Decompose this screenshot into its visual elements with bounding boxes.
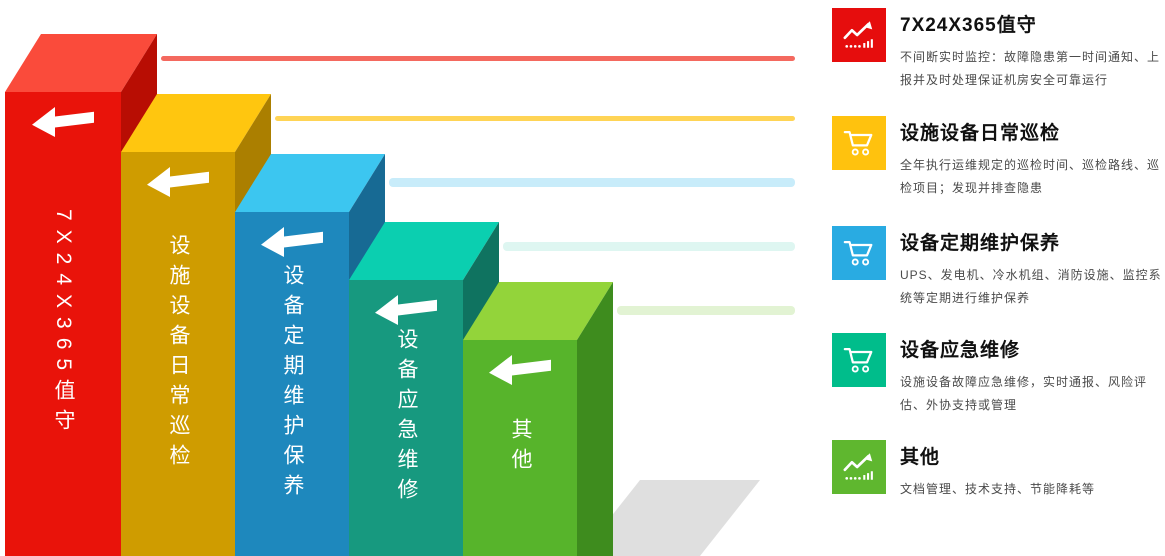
legend-item-description: 设施设备故障应急维修，实时通报、风险评估、外协支持或管理 [900, 375, 1148, 413]
shopping-cart-icon [843, 348, 873, 373]
bar-label: 设备应急维修 [395, 328, 418, 508]
bar-label: 设施设备日常巡检 [167, 234, 190, 474]
legend-text-block: 设施设备日常巡检 全年执行运维规定的巡检时间、巡检路线、巡检项目；发现并排查隐患 [900, 118, 1165, 201]
legend-icon-box [832, 440, 886, 494]
legend-icon-box [832, 226, 886, 280]
bar-top-face [349, 222, 500, 280]
left-arrow-icon [261, 226, 323, 257]
left-arrow-icon [32, 106, 94, 137]
bar-top-face [235, 154, 386, 212]
legend-text-block: 设备定期维护保养 UPS、发电机、冷水机组、消防设施、监控系统等定期进行维护保养 [900, 228, 1165, 311]
legend-item-title: 设施设备日常巡检 [900, 123, 1061, 144]
legend-item: 其他 文档管理、技术支持、节能降耗等 [832, 440, 1165, 501]
left-arrow-icon [489, 354, 551, 385]
bar-side-face [349, 154, 385, 556]
legend-item-title: 设备应急维修 [900, 340, 1021, 361]
connector-line [617, 306, 795, 315]
legend-item-description: UPS、发电机、冷水机组、消防设施、监控系统等定期进行维护保养 [900, 268, 1162, 306]
bar-top-face [121, 94, 272, 152]
bar-front-face: 7X24X365值守 [5, 92, 121, 556]
bar-side-face [235, 94, 271, 556]
legend-item-description: 不间断实时监控：故障隐患第一时间通知、上报并及时处理保证机房安全可靠运行 [900, 50, 1161, 88]
bar-side-face [577, 282, 613, 556]
legend-item-title: 7X24X365值守 [900, 15, 1037, 36]
bar-label: 设备定期维护保养 [281, 264, 304, 504]
bar-side-face [121, 34, 157, 556]
trend-chart-icon [843, 453, 873, 480]
bar-label: 7X24X365值守 [52, 208, 75, 440]
bar-side-face [463, 222, 499, 556]
legend-item: 设备应急维修 设施设备故障应急维修，实时通报、风险评估、外协支持或管理 [832, 333, 1165, 418]
legend-text-block: 7X24X365值守 不间断实时监控：故障隐患第一时间通知、上报并及时处理保证机… [900, 10, 1165, 93]
bar-front-face: 其他 [463, 340, 577, 556]
legend-item-title: 其他 [900, 447, 941, 468]
legend-panel: 7X24X365值守 不间断实时监控：故障隐患第一时间通知、上报并及时处理保证机… [832, 0, 1165, 556]
legend-item: 设施设备日常巡检 全年执行运维规定的巡检时间、巡检路线、巡检项目；发现并排查隐患 [832, 116, 1165, 201]
bar-top-face [463, 282, 614, 340]
bar-front-face: 设备应急维修 [349, 280, 463, 556]
legend-item-description: 文档管理、技术支持、节能降耗等 [900, 482, 1096, 496]
connector-line [389, 178, 795, 187]
legend-item-title: 设备定期维护保养 [900, 233, 1061, 254]
left-arrow-icon [147, 166, 209, 197]
bar-top-face [5, 34, 158, 92]
bar-front-face: 设施设备日常巡检 [121, 152, 235, 556]
shopping-cart-icon [843, 131, 873, 156]
legend-item: 7X24X365值守 不间断实时监控：故障隐患第一时间通知、上报并及时处理保证机… [832, 8, 1165, 93]
legend-icon-box [832, 116, 886, 170]
bar-label: 其他 [509, 418, 532, 478]
connector-line [275, 116, 795, 121]
bar-front-face: 设备定期维护保养 [235, 212, 349, 556]
floor-shadow [579, 480, 760, 556]
connector-line [161, 56, 795, 61]
shopping-cart-icon [843, 241, 873, 266]
legend-icon-box [832, 8, 886, 62]
trend-chart-icon [843, 21, 873, 48]
legend-icon-box [832, 333, 886, 387]
legend-item: 设备定期维护保养 UPS、发电机、冷水机组、消防设施、监控系统等定期进行维护保养 [832, 226, 1165, 311]
legend-item-description: 全年执行运维规定的巡检时间、巡检路线、巡检项目；发现并排查隐患 [900, 158, 1161, 196]
connector-line [503, 242, 795, 251]
left-arrow-icon [375, 294, 437, 325]
legend-text-block: 设备应急维修 设施设备故障应急维修，实时通报、风险评估、外协支持或管理 [900, 335, 1165, 418]
legend-text-block: 其他 文档管理、技术支持、节能降耗等 [900, 442, 1165, 501]
